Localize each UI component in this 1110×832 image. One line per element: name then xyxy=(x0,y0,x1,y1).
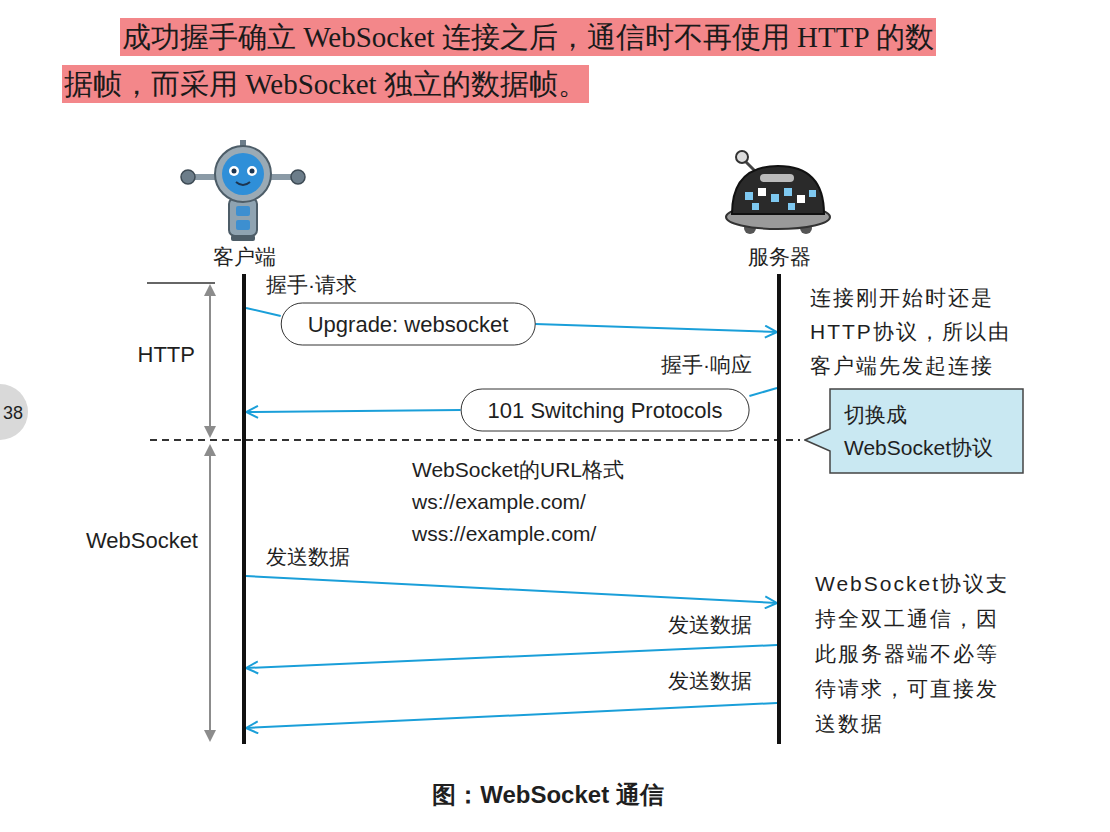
message-label: 发送数据 xyxy=(665,612,755,638)
body-text: 成功握手确立 WebSocket 连接之后，通信时不再使用 HTTP 的数据帧，… xyxy=(62,18,936,103)
callout-shape xyxy=(804,388,1024,474)
protocol-divider-part xyxy=(150,439,800,441)
phase-bracket-part xyxy=(204,730,216,742)
client-robot-part xyxy=(222,153,264,195)
server-robot-part xyxy=(758,188,766,196)
server-robot-part xyxy=(752,203,759,210)
node-text: 切换成 WebSocket协议 xyxy=(844,398,1012,464)
lifeline xyxy=(777,274,781,744)
server-robot-part xyxy=(809,190,816,197)
server-robot-part xyxy=(788,203,795,210)
client-robot-part xyxy=(236,220,250,230)
client-robot-part xyxy=(215,146,271,202)
server-robot xyxy=(726,151,830,234)
paragraph-block: 成功握手确立 WebSocket 连接之后，通信时不再使用 HTTP 的数据帧，… xyxy=(62,14,948,108)
figure-caption: 图：WebSocket 通信 xyxy=(348,780,748,810)
client-robot xyxy=(181,140,305,241)
callout-outline xyxy=(805,389,1023,473)
client-robot-part xyxy=(250,169,255,174)
client-robot-part xyxy=(229,166,239,176)
url-example: wss://example.com/ xyxy=(412,521,596,547)
phase-bracket-part xyxy=(147,282,215,284)
client-robot-part xyxy=(231,235,255,241)
server-robot-part xyxy=(736,151,748,163)
node-text: 101 Switching Protocols xyxy=(488,397,723,424)
client-lifeline: 客户端 xyxy=(194,244,294,744)
server-robot-part xyxy=(760,174,794,182)
request-box: Upgrade: websocket xyxy=(281,303,536,346)
side-note: WebSocket协议支持全双工通信，因此服务器端不必等待请求，可直接发送数据 xyxy=(815,566,1015,741)
message-arrow xyxy=(246,645,777,668)
message-arrow xyxy=(535,324,777,332)
node-text: Upgrade: websocket xyxy=(308,311,509,338)
node-text: 服务器 xyxy=(729,244,829,270)
message-caption: 握手·请求 xyxy=(266,272,357,298)
message-label: 发送数据 xyxy=(263,544,353,570)
client-robot-part xyxy=(229,198,257,236)
url-example: ws://example.com/ xyxy=(412,489,586,515)
client-robot-part xyxy=(236,206,250,216)
message-arrow xyxy=(749,388,777,396)
message-arrow xyxy=(246,576,777,603)
server-robot-part xyxy=(732,166,824,214)
client-robot-part xyxy=(181,170,195,184)
node-text: 客户端 xyxy=(194,244,294,270)
server-robot-part xyxy=(784,188,792,196)
server-robot-part xyxy=(797,195,805,203)
message-arrow xyxy=(246,308,281,316)
response-box: 101 Switching Protocols xyxy=(461,389,750,432)
protocol-divider xyxy=(150,440,800,441)
phase-label: HTTP xyxy=(138,342,195,368)
page-number-badge-part xyxy=(0,384,28,440)
page-number-badge xyxy=(0,384,28,440)
phase-bracket-part xyxy=(209,292,211,430)
phase-bracket-part xyxy=(209,452,211,733)
client-robot-part xyxy=(247,166,257,176)
message-caption: 握手·响应 xyxy=(661,352,752,378)
client-robot-part xyxy=(291,170,305,184)
page-number: 38 xyxy=(3,400,23,426)
message-arrow xyxy=(246,703,777,728)
url-format-title: WebSocket的URL格式 xyxy=(412,457,624,483)
phase-bracket-part xyxy=(204,284,216,296)
phase-bracket-part xyxy=(204,444,216,456)
switch-callout: 切换成 WebSocket协议 xyxy=(804,388,1024,474)
message-arrow xyxy=(246,410,461,412)
phase-bracket-part xyxy=(204,426,216,438)
server-robot-part xyxy=(771,194,779,202)
client-robot-part xyxy=(236,182,250,185)
side-note: 连接刚开始时还是HTTP协议，所以由客户端先发起连接 xyxy=(810,281,1020,383)
lifeline xyxy=(242,274,246,744)
message-label: 发送数据 xyxy=(665,668,755,694)
client-robot-part xyxy=(232,169,237,174)
phase-label: WebSocket xyxy=(86,528,198,554)
server-robot-part xyxy=(745,192,753,200)
